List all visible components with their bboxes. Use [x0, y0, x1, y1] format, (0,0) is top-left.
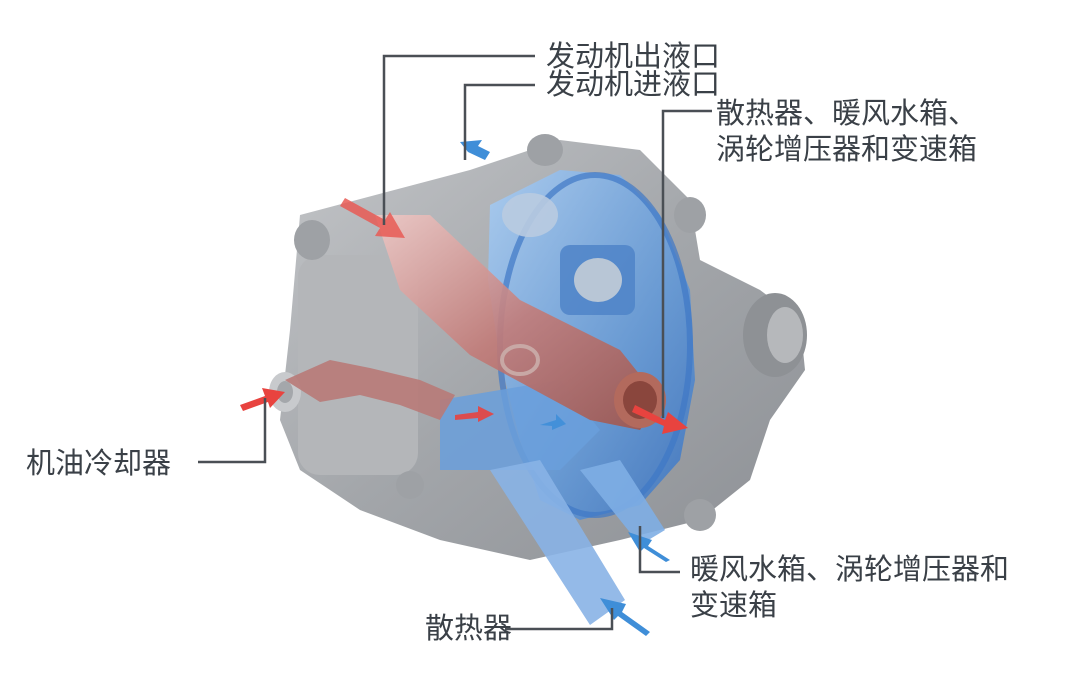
leader-engine-inlet — [463, 83, 535, 160]
label-radiator-heater-line1: 散热器、暖风水箱、 — [716, 96, 978, 130]
leader-radiator — [505, 608, 614, 631]
coolant-volute — [440, 170, 695, 625]
leader-engine-outlet — [382, 54, 535, 225]
leader-radiator-heater-turbo-trans — [661, 109, 712, 418]
arrow-red-oil-cooler — [240, 388, 285, 411]
label-heater-turbo-line1: 暖风水箱、涡轮增压器和 — [690, 552, 1010, 586]
arrow-blue-heater — [628, 532, 670, 562]
label-oil-cooler: 机油冷却器 — [26, 446, 172, 480]
leader-heater-turbo-trans — [638, 526, 680, 574]
arrow-blue-radiator — [600, 598, 650, 636]
label-engine-inlet: 发动机进液口 — [546, 67, 721, 101]
arrow-red-inner — [455, 406, 494, 422]
flow-arrows — [240, 140, 688, 636]
leader-oil-cooler — [198, 398, 267, 464]
leader-lines — [198, 54, 712, 631]
arrow-blue-engine-inlet — [460, 140, 490, 160]
arrow-red-engine-outlet — [340, 198, 405, 238]
label-heater-turbo-line2: 变速箱 — [690, 588, 778, 622]
label-radiator-heater-line2: 涡轮增压器和变速箱 — [716, 132, 978, 166]
arrow-blue-inner — [540, 414, 566, 430]
label-engine-outlet: 发动机出液口 — [546, 39, 721, 73]
arrow-red-volute-out — [632, 405, 688, 434]
label-radiator: 散热器 — [425, 611, 513, 645]
